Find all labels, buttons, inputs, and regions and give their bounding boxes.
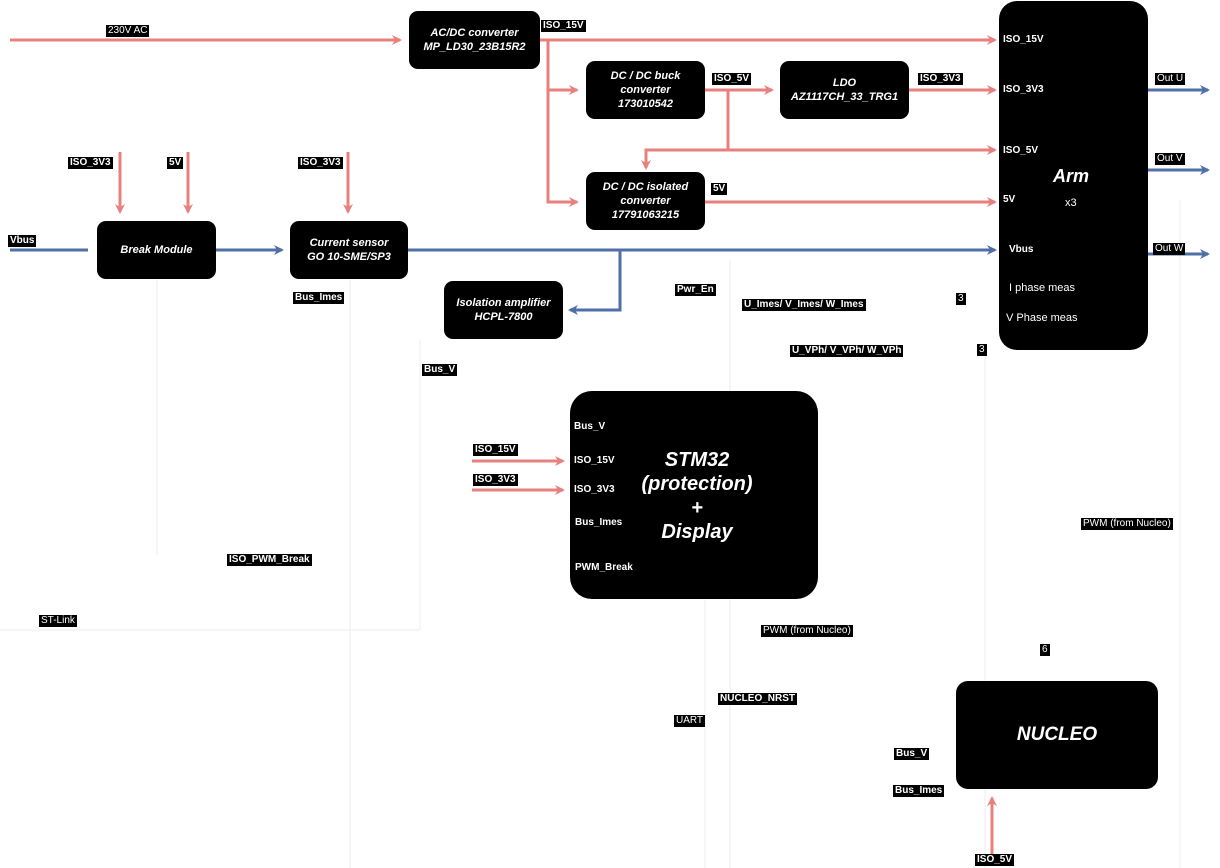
arm-port-5v: 5V [1003, 194, 1016, 205]
break-line1: Break Module [120, 244, 193, 256]
buck-line3: 173010542 [617, 98, 674, 110]
label-vbus-in: Vbus [8, 235, 37, 247]
arm-mult: x3 [1065, 197, 1077, 209]
label-iso-pwm-break: ISO_PWM_Break [227, 554, 312, 566]
label-break-iso3v3: ISO_3V3 [68, 157, 113, 169]
label-acdc-iso15v: ISO_15V [541, 20, 586, 32]
sensor-line1: Current sensor [309, 237, 389, 249]
label-bus-imes: Bus_Imes [293, 292, 345, 304]
iso5v-to-isolated [641, 148, 728, 170]
isolated-line3: 17791063215 [611, 209, 680, 221]
isolated-line2: converter [620, 195, 671, 207]
stm32-port-iso3v3: ISO_3V3 [574, 484, 615, 495]
label-out-w: Out W [1153, 243, 1186, 255]
label-nucleo-bus-imes: Bus_Imes [893, 785, 945, 797]
stm32-port-busv: Bus_V [574, 421, 606, 432]
label-pwm-nucleo-mid: PWM (from Nucleo) [761, 625, 853, 637]
arm-port-vbus: Vbus [1009, 244, 1034, 255]
stm32-line2: (protection) [641, 473, 753, 495]
power-lines [10, 35, 997, 858]
ldo-line2: AZ1117CH_33_TRG1 [790, 91, 899, 103]
arm-port-i-phase: I phase meas [1009, 282, 1076, 294]
label-uart: UART [674, 715, 706, 727]
label-nucleo-iso5v: ISO_5V [975, 854, 1015, 866]
label-ldo-iso3v3: ISO_3V3 [918, 73, 963, 85]
ldo-block: LDO AZ1117CH_33_TRG1 [780, 61, 909, 119]
stm32-line1: STM32 [664, 449, 730, 471]
label-sensor-iso3v3: ISO_3V3 [298, 157, 343, 169]
label-bus-v: Bus_V [422, 364, 458, 376]
label-six: 6 [1040, 644, 1050, 656]
arm-port-iso15v: ISO_15V [1003, 34, 1044, 45]
isolation-amplifier-block: Isolation amplifier HCPL-7800 [444, 281, 563, 339]
label-out-u: Out U [1155, 73, 1186, 85]
label-buck-iso5v: ISO_5V [712, 73, 752, 85]
nucleo-title: NUCLEO [1016, 724, 1098, 745]
sensor-line2: GO 10-SME/SP3 [307, 251, 391, 263]
label-imes: U_Imes/ V_Imes/ W_Imes [742, 299, 866, 311]
stm32-port-pwmbreak: PWM_Break [575, 562, 633, 573]
label-imes-count: 3 [956, 293, 966, 305]
label-break-5v: 5V [167, 157, 184, 169]
arm-port-v-phase: V Phase meas [1006, 312, 1078, 324]
acdc-line1: AC/DC converter [430, 27, 519, 39]
stm32-port-iso15v: ISO_15V [574, 455, 615, 466]
stm32-line4: Display [661, 521, 733, 543]
nucleo-block: NUCLEO [956, 681, 1158, 789]
label-pwr-en: Pwr_En [675, 284, 716, 296]
break-module-block: Break Module [97, 221, 216, 279]
label-nucleo-bus-v: Bus_V [894, 748, 930, 760]
label-230v-ac: 230V AC [106, 25, 150, 37]
iso15v-to-isolated [546, 90, 579, 207]
label-isolated-5v: 5V [711, 183, 728, 195]
label-st-link: ST-Link [39, 615, 77, 627]
label-nucleo-nrst: NUCLEO_NRST [718, 693, 798, 705]
arm-port-iso5v: ISO_5V [1003, 145, 1039, 156]
bus-lines [10, 85, 1210, 315]
acdc-converter-block: AC/DC converter MP_LD30_23B15R2 [409, 11, 540, 69]
label-pwm-nucleo-right: PWM (from Nucleo) [1081, 518, 1173, 530]
label-vph: U_VPh/ V_VPh/ W_VPh [790, 345, 904, 357]
isoamp-line1: Isolation amplifier [456, 297, 551, 309]
stm32-port-busimes: Bus_Imes [575, 517, 623, 528]
bus-to-isoamp-line [568, 250, 622, 315]
isolated-converter-block: DC / DC isolated converter 17791063215 [586, 172, 705, 230]
iso15v-to-buck [546, 40, 579, 95]
isoamp-line2: HCPL-7800 [474, 311, 533, 323]
buck-line2: converter [620, 84, 671, 96]
label-vph-count: 3 [977, 344, 987, 356]
arm-title: Arm [1053, 166, 1090, 186]
ldo-line1: LDO [832, 77, 857, 89]
acdc-line2: MP_LD30_23B15R2 [423, 41, 526, 53]
current-sensor-block: Current sensor GO 10-SME/SP3 [290, 221, 408, 279]
stm32-block: STM32 (protection) + Display [570, 391, 818, 599]
arm-block: Arm x3 [999, 1, 1148, 350]
arm-port-iso3v3: ISO_3V3 [1003, 84, 1044, 95]
buck-converter-block: DC / DC buck converter 173010542 [586, 61, 705, 119]
label-stm-iso3v3: ISO_3V3 [473, 474, 518, 486]
buck-line1: DC / DC buck [610, 70, 681, 82]
label-out-v: Out V [1155, 153, 1185, 165]
label-stm-iso15v: ISO_15V [473, 444, 518, 456]
stm32-line3: + [691, 497, 703, 519]
isolated-line1: DC / DC isolated [602, 181, 689, 193]
